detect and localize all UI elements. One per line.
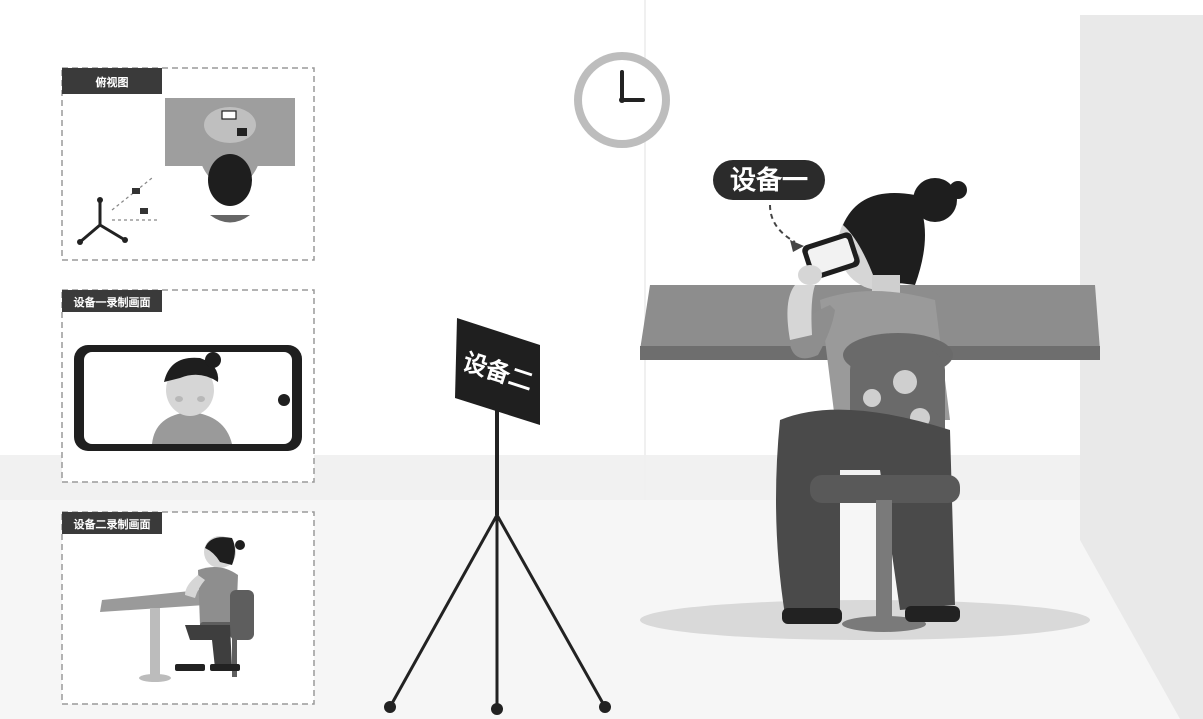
panel-top-view <box>62 68 314 260</box>
panel-device1-recording <box>62 290 314 482</box>
device1-callout-text: 设备一 <box>730 166 808 196</box>
panel-device2-recording <box>62 512 314 704</box>
label-device2-recording: 设备二录制画面 <box>74 517 151 531</box>
label-device1-recording: 设备一录制画面 <box>74 295 151 309</box>
label-top-view: 俯视图 <box>96 75 129 89</box>
clock-icon <box>574 52 670 148</box>
